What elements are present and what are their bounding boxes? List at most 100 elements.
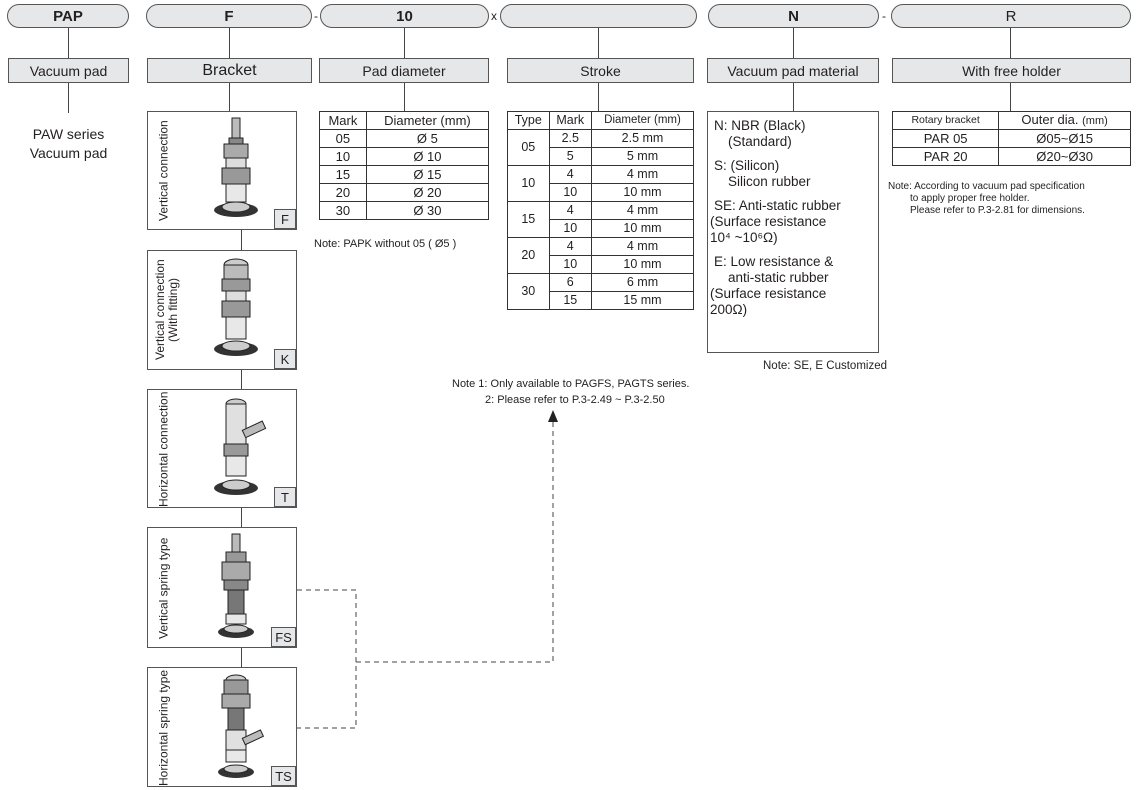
label-bracket-text: Bracket (202, 61, 257, 79)
label-vacuum-pad: Vacuum pad (8, 58, 129, 83)
material-n-line2: (Standard) (728, 134, 792, 149)
bracket-fs-mark: FS (271, 627, 296, 647)
connector-10 (404, 28, 405, 58)
bracket-k-box: Vertical connection(With fitting) K (147, 250, 297, 370)
material-e-line2: anti-static rubber (728, 270, 829, 285)
bracket-ts-mark: TS (271, 766, 296, 786)
material-box: N: NBR (Black) (Standard) S: (Silicon) S… (707, 111, 879, 353)
vertical-spring-pad-image (218, 533, 254, 638)
bracket-ts-label: Horizontal spring type (156, 669, 171, 787)
label-with-free-holder: With free holder (892, 58, 1131, 83)
holder-note-1: Note: According to vacuum pad specificat… (888, 181, 1085, 192)
material-e-line3: (Surface resistance (710, 286, 827, 301)
holder-note-3: Please refer to P.3-2.81 for dimensions. (910, 205, 1085, 216)
bracket-f-label: Vertical connection (156, 120, 171, 222)
material-s-line1: S: (Silicon) (714, 158, 780, 173)
connector-pad-down (404, 83, 405, 111)
code-f-text: F (224, 7, 234, 25)
bracket-t-box: Horizontal connection T (147, 389, 297, 508)
material-se-line3: 10⁴ ~10⁶Ω) (710, 230, 778, 245)
label-bracket: Bracket (147, 58, 312, 83)
connector-n (793, 28, 794, 58)
bracket-fs-label: Vertical spring type (156, 537, 171, 639)
horizontal-connection-pad-image (214, 398, 267, 495)
connector-pap-down (68, 83, 69, 113)
paw-series-text: PAW series Vacuum pad (8, 125, 129, 163)
pad-table-note: Note: PAPK without 05 ( Ø5 ) (314, 238, 457, 250)
code-r-pill: R (891, 4, 1131, 28)
header-rotary-bracket: Rotary bracket (891, 111, 1000, 130)
bracket-link-3 (241, 508, 242, 527)
material-note: Note: SE, E Customized (763, 360, 887, 372)
bracket-t-mark: T (274, 487, 296, 507)
bracket-ts-box: Horizontal spring type TS (147, 667, 297, 787)
table-header-row: Rotary bracket Outer dia. (mm) (891, 111, 1131, 130)
code-n-pill: N (708, 4, 879, 28)
header-mark: Mark (319, 111, 367, 130)
label-holder-text: With free holder (962, 62, 1061, 79)
material-n-line1: N: NBR (Black) (714, 118, 806, 133)
paw-line1: PAW series (32, 126, 105, 142)
label-stroke: Stroke (507, 58, 694, 83)
code-pap-text: PAP (53, 7, 83, 25)
connector-stroke (598, 28, 599, 58)
vertical-connection-pad-image (214, 117, 258, 217)
code-f-pill: F (146, 4, 312, 28)
connector-material-down (793, 83, 794, 111)
material-e-line4: 200Ω) (710, 302, 748, 317)
bracket-f-box: Vertical connection F (147, 111, 297, 230)
label-stroke-text: Stroke (580, 62, 621, 79)
stroke-note-2: 2: Please refer to P.3-2.49 ~ P.3-2.50 (485, 394, 665, 406)
table-header-row: Mark Diameter (mm) (319, 111, 490, 130)
holder-note-2: to apply proper free holder. (910, 193, 1030, 204)
bracket-link-4 (241, 648, 242, 667)
connector-holder-down (1010, 83, 1011, 111)
paw-line2: Vacuum pad (29, 145, 108, 161)
bracket-fs-box: Vertical spring type FS (147, 527, 297, 648)
header-outer-dia: Outer dia. (mm) (998, 111, 1131, 130)
connector-f (229, 28, 230, 58)
label-vacuum-pad-text: Vacuum pad (29, 62, 108, 79)
code-n-text: N (788, 7, 799, 25)
bracket-k-mark: K (274, 349, 296, 369)
connector-stroke-down (598, 83, 599, 111)
bracket-k-label: Vertical connection(With fitting) (153, 259, 180, 361)
dash-separator-2: - (882, 9, 886, 23)
code-stroke-pill (500, 4, 697, 28)
label-pad-diameter: Pad diameter (319, 58, 489, 83)
code-r-text: R (1005, 7, 1017, 25)
header-type: Type (507, 111, 550, 130)
code-pap-pill: PAP (7, 4, 129, 28)
label-material-text: Vacuum pad material (727, 62, 859, 79)
material-e-line1: E: Low resistance & (714, 254, 834, 269)
connector-r (1010, 28, 1011, 58)
bracket-link-2 (241, 370, 242, 389)
connector-bracket-down (229, 83, 230, 111)
stroke-note-1: Note 1: Only available to PAGFS, PAGTS s… (452, 378, 690, 390)
code-10-pill: 10 (320, 4, 489, 28)
material-se-line1: SE: Anti-static rubber (714, 198, 841, 213)
holder-notes: Note: According to vacuum pad specificat… (888, 181, 1085, 217)
x-separator: x (491, 9, 497, 23)
label-pad-diameter-text: Pad diameter (362, 62, 446, 79)
bracket-link-1 (241, 230, 242, 250)
vertical-connection-fitting-image (214, 258, 258, 356)
dash-separator-1: - (314, 9, 318, 23)
label-vacuum-pad-material: Vacuum pad material (707, 58, 879, 83)
